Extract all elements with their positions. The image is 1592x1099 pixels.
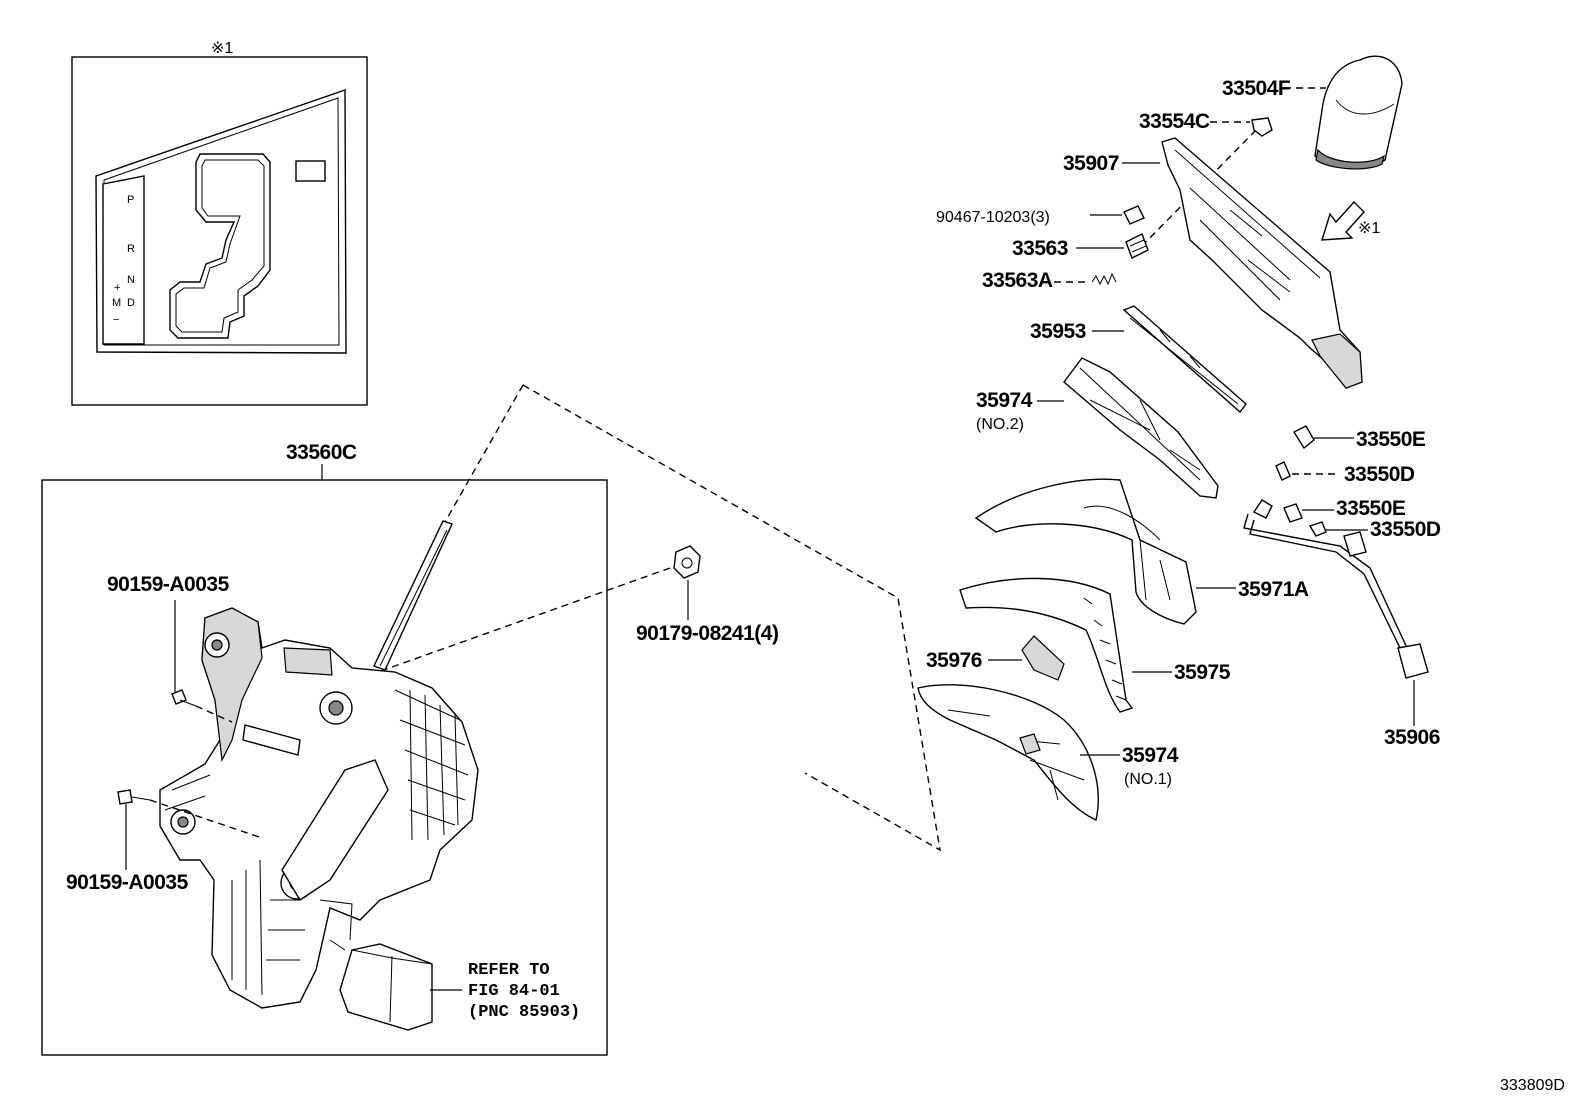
part-label-33550d-a: 33550D: [1344, 463, 1415, 486]
part-label-35974-no2-sub: (NO.2): [976, 416, 1024, 433]
assembly-frame: [41, 479, 608, 1056]
shift-lever-assembly: [159, 520, 479, 1009]
shift-lever-housing: [1161, 137, 1363, 389]
part-label-35974-no1-sub: (NO.1): [1124, 771, 1172, 788]
clip-33554c: [1251, 117, 1273, 137]
shift-gate-panel: [95, 89, 347, 354]
wire-harness-35906: [1243, 499, 1429, 679]
exploded-view-boundary: [522, 384, 941, 852]
gate-letter-plus: +: [114, 282, 120, 294]
figure-code: 333809D: [1500, 1077, 1565, 1094]
part-label-35976: 35976: [926, 649, 982, 672]
part-label-35974-no1: 35974: [1122, 744, 1179, 767]
part-label-33554c: 33554C: [1139, 110, 1210, 133]
part-label-35974-no2: 35974: [976, 389, 1033, 412]
arrow-mark: ※1: [1358, 220, 1380, 237]
spring-33563a: [1091, 272, 1117, 286]
part-label-33563a: 33563A: [982, 269, 1053, 292]
part-label-35906: 35906: [1384, 726, 1440, 749]
bolt-bottom: [117, 789, 151, 805]
refer-note: REFER TO FIG 84-01 (PNC 85903): [468, 961, 580, 1022]
bulb-33550d-b: [1308, 521, 1327, 537]
gate-letter-d: D: [127, 297, 135, 309]
screw-90467: [1123, 205, 1145, 225]
refer-note-line-2: FIG 84-01: [468, 982, 560, 1001]
refer-note-line-3: (PNC 85903): [468, 1003, 580, 1022]
gate-letter-m: M: [112, 297, 121, 309]
part-label-90159-top: 90159-A0035: [107, 573, 230, 596]
refer-note-line-1: REFER TO: [468, 961, 550, 980]
gate-position-letters: P R N + M D −: [112, 194, 135, 326]
slide-plate-35953: [1122, 305, 1247, 414]
part-label-90179: 90179-08241(4): [636, 622, 778, 645]
cover-35974-no1: [917, 684, 1099, 822]
gate-letter-p: P: [127, 194, 134, 206]
cover-35971a: [974, 478, 1197, 625]
part-label-35971a: 35971A: [1238, 578, 1309, 601]
indicator-plate-35975: [959, 577, 1134, 713]
part-label-33504f: 33504F: [1222, 77, 1291, 100]
solenoid-unit: [339, 943, 433, 1031]
disc-35976: [1021, 635, 1065, 681]
part-label-33550e-a: 33550E: [1356, 428, 1426, 451]
bulb-33550e-a: [1292, 425, 1315, 450]
gate-letter-r: R: [127, 243, 135, 255]
assembly-label-33560c: 33560C: [286, 441, 357, 464]
top-inset-mark: ※1: [211, 40, 233, 57]
gate-letter-n: N: [127, 274, 135, 286]
part-label-33550d-b: 33550D: [1370, 518, 1441, 541]
bulb-33550e-b: [1283, 503, 1303, 523]
button-33563: [1125, 233, 1149, 259]
view-arrow: [1321, 200, 1365, 241]
cover-35974-no2: [1063, 357, 1219, 499]
part-label-35953: 35953: [1030, 320, 1086, 343]
part-label-35975: 35975: [1174, 661, 1231, 684]
part-label-33563: 33563: [1012, 237, 1068, 260]
part-label-90467: 90467-10203(3): [936, 209, 1050, 226]
shift-knob: [1314, 55, 1403, 170]
bolt-top: [171, 689, 197, 707]
bulb-33550d-a: [1275, 461, 1291, 481]
part-label-33550e-b: 33550E: [1336, 497, 1406, 520]
part-label-35907: 35907: [1063, 152, 1119, 175]
nut-90179: [673, 545, 701, 579]
shift-gate-inset-frame: [71, 56, 368, 406]
part-label-90159-bottom: 90159-A0035: [66, 871, 189, 894]
gate-letter-minus: −: [113, 314, 119, 326]
